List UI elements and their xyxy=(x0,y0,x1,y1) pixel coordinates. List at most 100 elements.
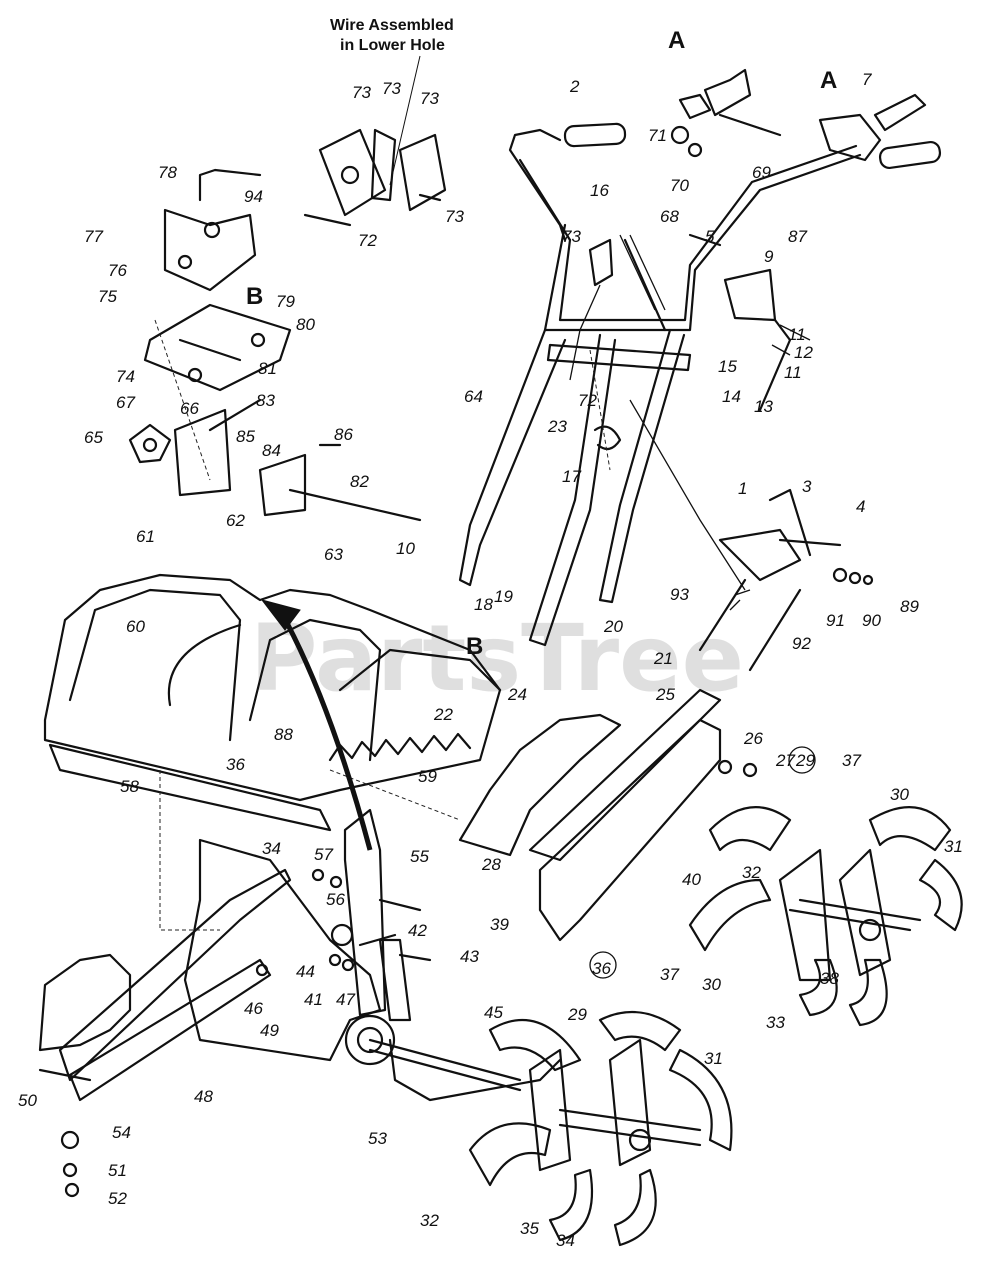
part-label-59: 59 xyxy=(418,767,437,786)
part-label-51: 51 xyxy=(108,1161,127,1180)
part-label-43: 43 xyxy=(460,947,479,966)
throttle-control-upper xyxy=(670,68,782,158)
align-line-4 xyxy=(589,349,611,471)
part-label-68: 68 xyxy=(660,207,679,226)
part-label-62: 62 xyxy=(226,511,245,530)
part-label-80: 80 xyxy=(296,315,315,334)
part-label-73: 73 xyxy=(382,79,401,98)
part-label-37: 37 xyxy=(660,965,679,984)
part-label-66: 66 xyxy=(180,399,199,418)
part-label-79: 79 xyxy=(276,292,295,311)
part-label-39: 39 xyxy=(490,915,509,934)
part-label-23: 23 xyxy=(547,417,567,436)
part-label-11: 11 xyxy=(784,363,802,382)
part-label-71: 71 xyxy=(648,126,667,145)
part-label-83: 83 xyxy=(256,391,275,410)
part-label-72: 72 xyxy=(358,231,377,250)
part-label-75: 75 xyxy=(98,287,117,306)
part-label-12: 12 xyxy=(794,343,813,362)
part-label-73: 73 xyxy=(562,227,581,246)
part-label-31: 31 xyxy=(704,1049,723,1068)
part-label-47: 47 xyxy=(336,990,355,1009)
part-label-5: 5 xyxy=(705,227,715,246)
part-label-33: 33 xyxy=(0,0,19,4)
part-label-74: 74 xyxy=(116,367,135,386)
part-label-17: 17 xyxy=(562,467,581,486)
part-label-41: 41 xyxy=(304,990,323,1009)
part-label-58: 58 xyxy=(120,777,139,796)
part-label-20: 20 xyxy=(603,617,623,636)
part-label-22: 22 xyxy=(433,705,453,724)
part-label-56: 56 xyxy=(326,890,345,909)
part-label-25: 25 xyxy=(655,685,675,704)
tine-assembly-right xyxy=(688,806,963,1027)
part-label-1: 1 xyxy=(738,479,747,498)
part-label-24: 24 xyxy=(507,685,527,704)
note-line-2: in Lower Hole xyxy=(340,37,445,54)
part-label-2: 2 xyxy=(569,77,580,96)
part-label-13: 13 xyxy=(754,397,773,416)
circle-marker-29-right xyxy=(788,746,816,774)
tine-assembly-lower xyxy=(468,1010,733,1247)
part-label-34: 34 xyxy=(556,1231,575,1250)
part-label-21: 21 xyxy=(653,649,673,668)
part-label-73: 73 xyxy=(445,207,464,226)
part-label-44: 44 xyxy=(296,962,315,981)
part-label-46: 46 xyxy=(244,999,263,1018)
callout-b-2: B xyxy=(246,283,263,310)
part-label-73: 73 xyxy=(352,83,371,102)
part-label-64: 64 xyxy=(464,387,483,406)
part-label-57: 57 xyxy=(314,845,333,864)
assembly-arrow-head xyxy=(260,599,301,631)
callout-a-1: A xyxy=(820,67,837,94)
part-label-94: 94 xyxy=(244,187,263,206)
part-label-78: 78 xyxy=(158,163,177,182)
part-label-32: 32 xyxy=(420,1211,439,1230)
part-label-65: 65 xyxy=(84,428,103,447)
part-label-32: 32 xyxy=(742,863,761,882)
mount-bracket-top xyxy=(303,128,447,227)
part-label-72: 72 xyxy=(578,391,597,410)
part-label-52: 52 xyxy=(108,1189,127,1208)
callout-a-0: A xyxy=(668,27,685,54)
part-label-73: 73 xyxy=(420,89,439,108)
part-label-19: 19 xyxy=(494,587,513,606)
part-label-69: 69 xyxy=(752,163,771,182)
note-line-1: Wire Assembled xyxy=(330,17,454,34)
part-label-34: 34 xyxy=(262,839,281,858)
callout-letters: A A B B xyxy=(246,27,837,660)
part-label-63: 63 xyxy=(324,545,343,564)
part-label-3: 3 xyxy=(802,477,812,496)
callout-b-3: B xyxy=(466,633,483,660)
handle-assembly xyxy=(458,93,942,647)
part-label-29: 29 xyxy=(567,1005,587,1024)
transmission-frame xyxy=(38,488,874,1198)
side-shield xyxy=(458,688,758,942)
part-label-45: 45 xyxy=(484,1003,503,1022)
part-label-50: 50 xyxy=(18,1091,37,1110)
assembly-arrow xyxy=(277,608,373,851)
part-label-14: 14 xyxy=(722,387,741,406)
part-label-27: 27 xyxy=(775,751,795,770)
part-label-77: 77 xyxy=(84,227,103,246)
part-label-37: 37 xyxy=(842,751,861,770)
part-label-48: 48 xyxy=(194,1087,213,1106)
part-label-28: 28 xyxy=(481,855,501,874)
part-label-49: 49 xyxy=(260,1021,279,1040)
part-label-40: 40 xyxy=(682,870,701,889)
part-label-36: 36 xyxy=(226,755,245,774)
part-label-26: 26 xyxy=(743,729,763,748)
part-label-82: 82 xyxy=(350,472,369,491)
depth-stake-bracket xyxy=(128,168,422,522)
align-line-1 xyxy=(154,319,211,481)
part-label-7: 7 xyxy=(862,70,872,89)
part-label-15: 15 xyxy=(718,357,737,376)
part-label-10: 10 xyxy=(396,539,415,558)
part-label-86: 86 xyxy=(334,425,353,444)
part-label-55: 55 xyxy=(410,847,429,866)
watermark-text: PartsTree xyxy=(250,605,744,712)
part-label-91: 91 xyxy=(826,611,845,630)
part-label-18: 18 xyxy=(474,595,493,614)
